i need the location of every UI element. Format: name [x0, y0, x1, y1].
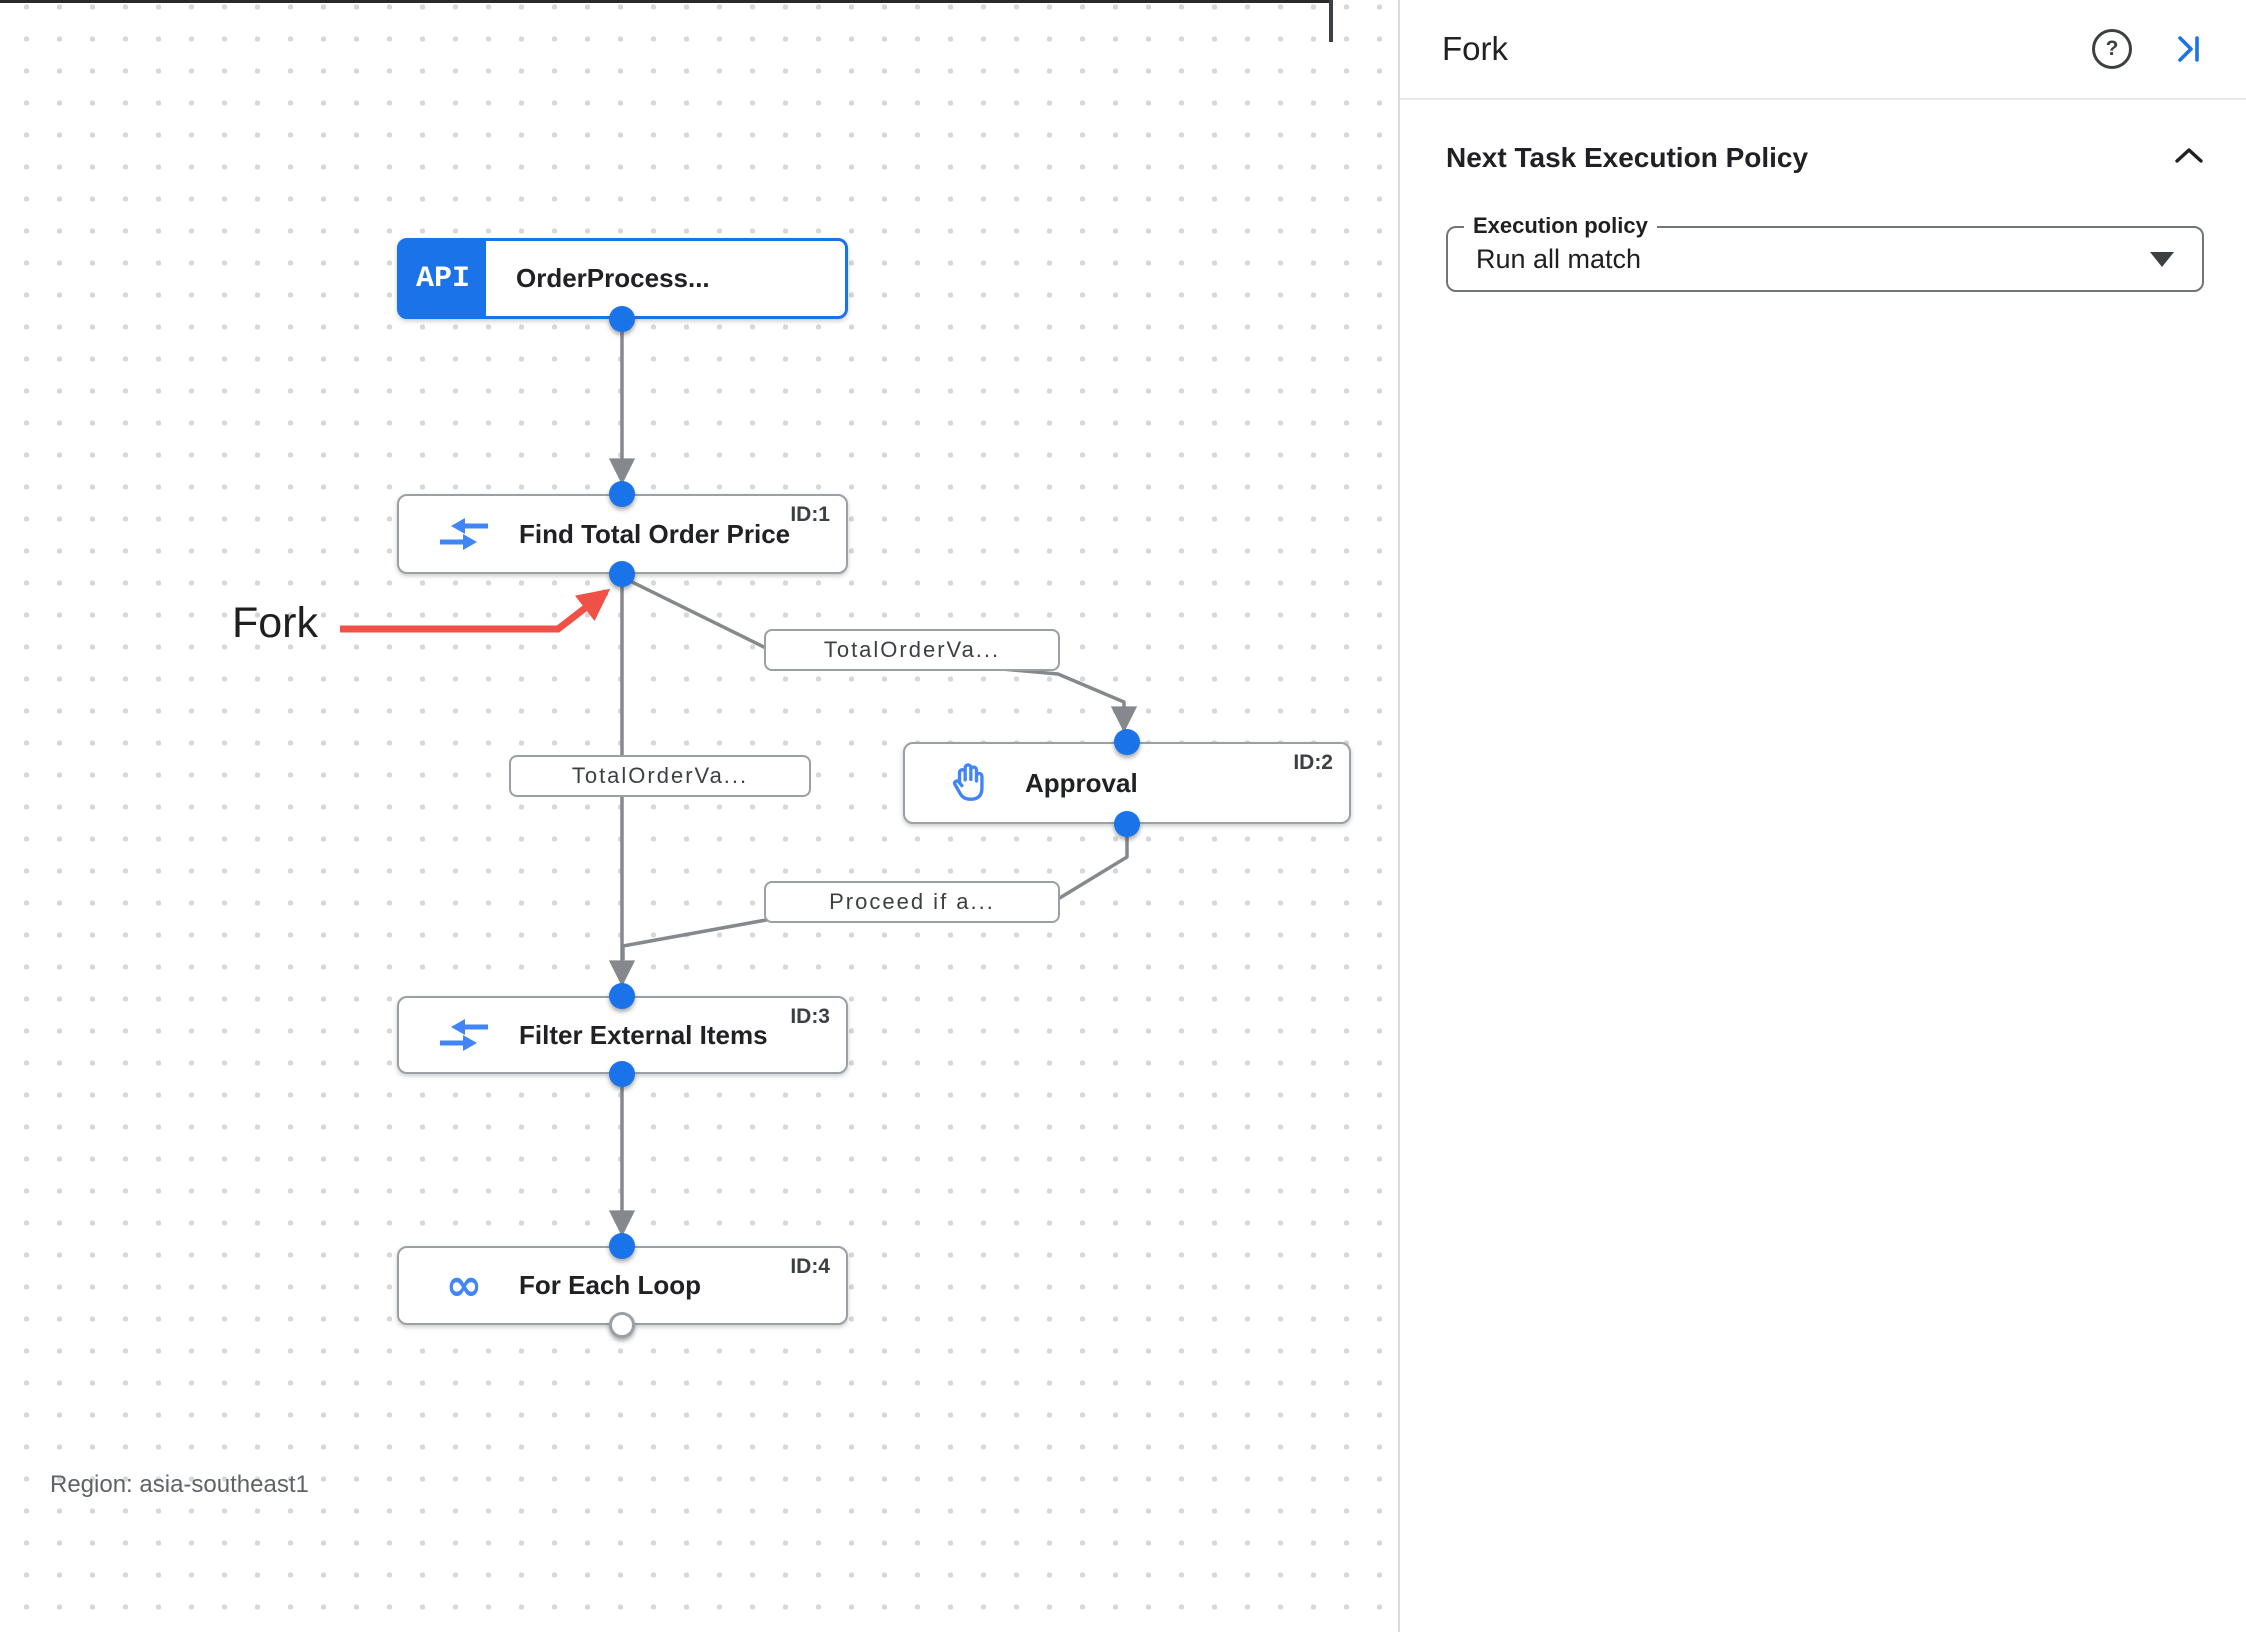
section-header[interactable]: Next Task Execution Policy [1446, 142, 2204, 174]
execution-policy-value: Run all match [1476, 243, 1642, 274]
node-id-badge: ID:4 [790, 1255, 830, 1278]
fork-annotation-arrow [340, 588, 611, 633]
port-filter-in[interactable] [609, 983, 635, 1009]
port-find-in[interactable] [609, 481, 635, 507]
node-id-badge: ID:3 [790, 1005, 830, 1028]
port-approval-in[interactable] [1114, 729, 1140, 755]
node-id-badge: ID:2 [1293, 751, 1333, 774]
chevron-up-icon[interactable] [2174, 146, 2204, 171]
data-mapping-icon [437, 516, 491, 552]
canvas-top-border [0, 0, 1333, 3]
pan-tool-icon [943, 761, 997, 805]
workflow-canvas[interactable]: API OrderProcess... Find Total Order Pri… [0, 0, 1398, 1632]
node-trigger-orderprocess[interactable]: API OrderProcess... [397, 238, 848, 319]
node-title: Approval [1025, 767, 1138, 798]
port-approval-out[interactable] [1114, 811, 1140, 837]
api-trigger-icon-label: API [415, 261, 470, 296]
execution-policy-label: Execution policy [1464, 213, 1657, 239]
edges-layer [340, 319, 1138, 1237]
execution-policy-select[interactable]: Execution policy Run all match [1446, 213, 2204, 292]
arrow-drop-down-icon [2150, 251, 2174, 267]
panel-title: Fork [1442, 30, 1508, 67]
node-title: OrderProcess... [516, 263, 710, 293]
config-panel-header: Fork ? [1400, 0, 2246, 100]
node-find-total-order-price[interactable]: Find Total Order Price ID:1 [397, 494, 848, 574]
edge-condition-label[interactable]: TotalOrderVa... [764, 629, 1060, 671]
port-find-out-fork[interactable] [609, 561, 635, 587]
config-panel: Fork ? Next Task Execution Policy [1398, 0, 2246, 1632]
node-title: For Each Loop [519, 1270, 701, 1300]
data-mapping-icon [437, 1017, 491, 1053]
fork-annotation-label: Fork [232, 599, 318, 647]
api-trigger-icon: API [400, 241, 486, 316]
region-label: Region: asia-southeast1 [50, 1471, 309, 1498]
edge-condition-label[interactable]: TotalOrderVa... [509, 755, 811, 797]
skip-next-icon[interactable] [2172, 33, 2204, 65]
help-icon[interactable]: ? [2092, 29, 2132, 69]
section-title: Next Task Execution Policy [1446, 142, 1809, 173]
next-task-execution-policy-section: Next Task Execution Policy Execution pol… [1400, 100, 2246, 292]
port-filter-out[interactable] [609, 1061, 635, 1087]
port-foreach-out-open[interactable] [609, 1312, 635, 1338]
help-icon-glyph: ? [2105, 37, 2119, 60]
edge-condition-label[interactable]: Proceed if a... [764, 881, 1060, 923]
node-title: Filter External Items [519, 1019, 768, 1050]
port-foreach-in[interactable] [609, 1233, 635, 1259]
edge-find-to-approval [621, 575, 1138, 733]
node-approval[interactable]: Approval ID:2 [903, 742, 1351, 824]
loop-icon: ∞ [445, 1259, 483, 1311]
node-title: Find Total Order Price [519, 518, 791, 549]
node-id-badge: ID:1 [790, 503, 830, 526]
port-trigger-out[interactable] [609, 306, 635, 332]
canvas-scrollbar-thumb[interactable] [1329, 0, 1333, 42]
